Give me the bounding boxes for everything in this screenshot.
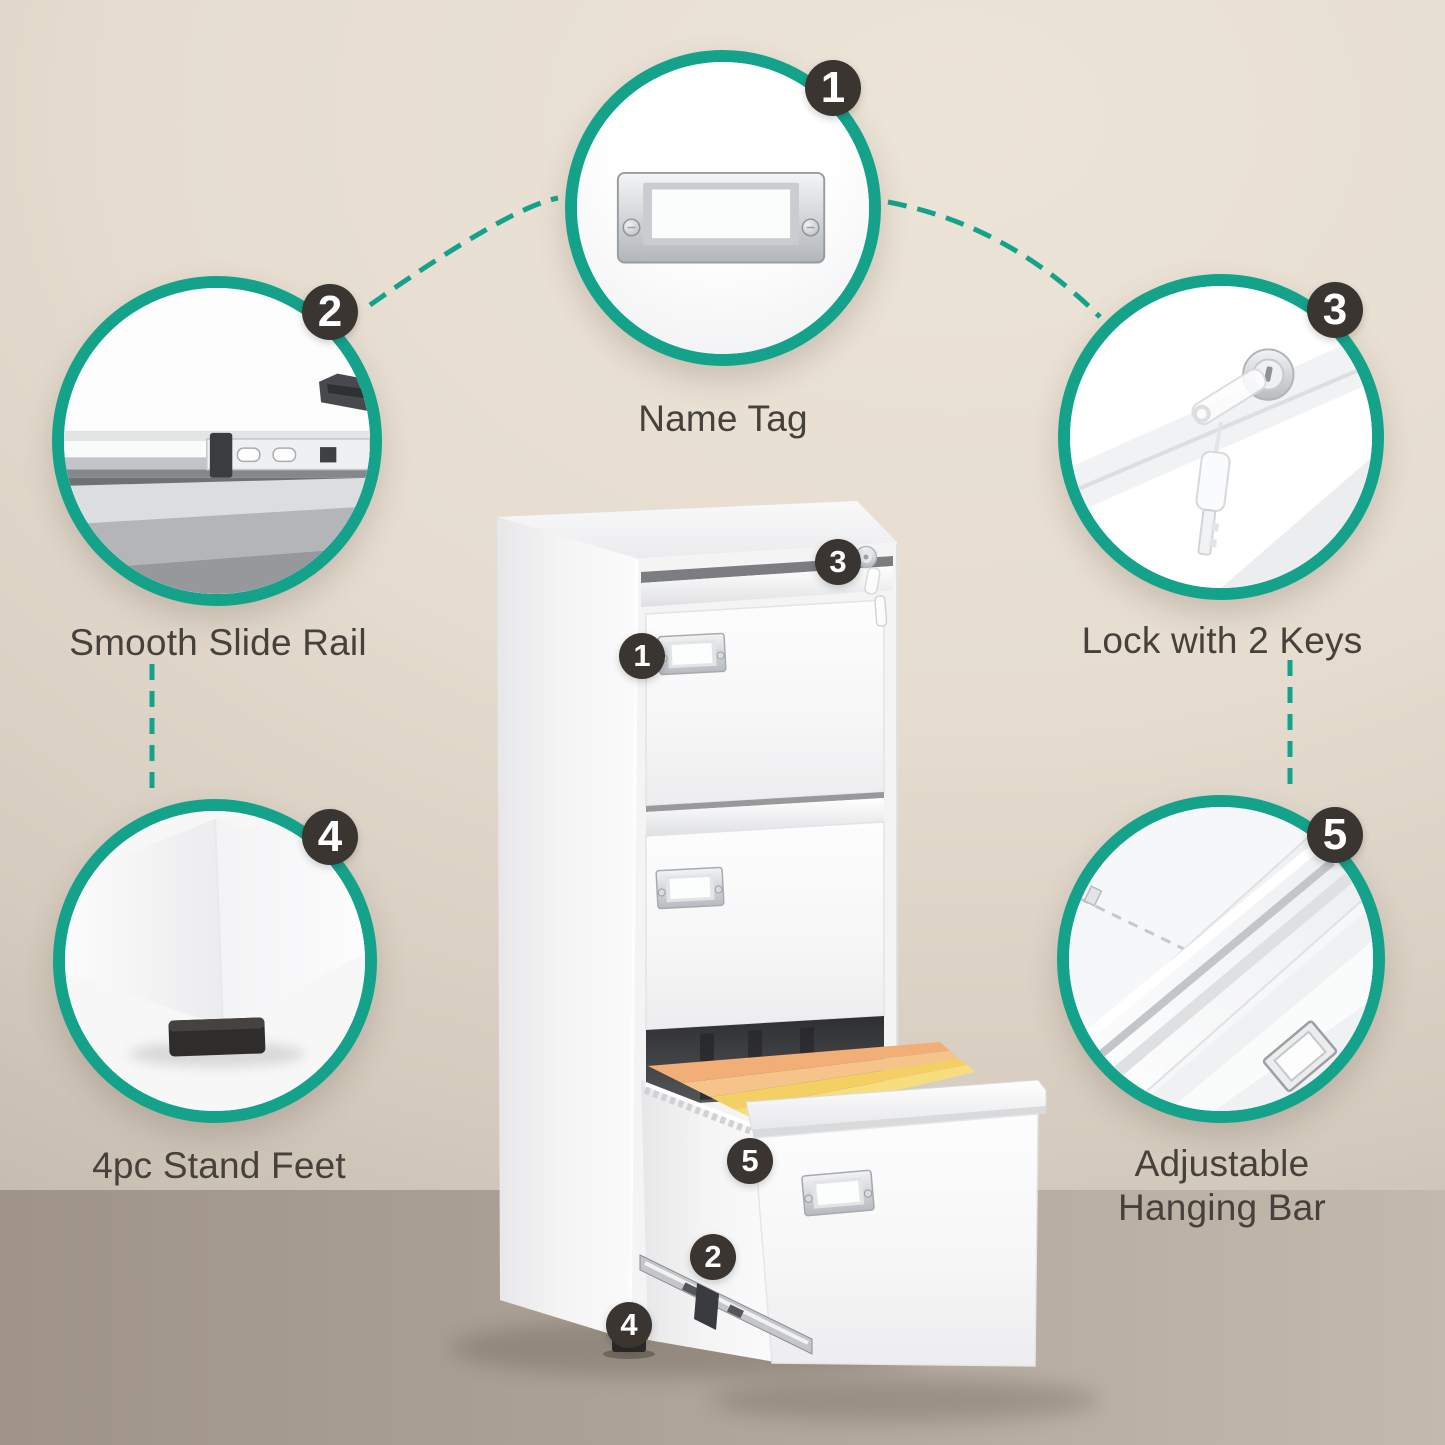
drawer2-valance [646,798,884,836]
key-in-lock [1191,368,1267,426]
drawer-rim [745,1079,1047,1131]
cabinet-marker-3: 3 [815,539,861,585]
callout-1-badge: 1 [805,60,861,116]
label-4pc-stand-feet: 4pc Stand Feet [92,1145,346,1186]
hanging-bar-channel [1069,833,1371,1111]
drawer1-name-tag [657,632,727,676]
drawer-floor-shadow [710,1378,1100,1422]
callout-name-tag [565,50,881,366]
callout-stand-feet [53,799,377,1123]
open-drawer-front [753,1113,1039,1367]
cabinet-left-side [497,517,637,1340]
stand-foot-photo [65,811,365,1111]
callout-stand-feet-circle [53,799,377,1123]
label-adjustable-line2: Hanging Bar [1118,1187,1326,1228]
drawer1-front [645,599,885,807]
hanging-bar-photo [1069,807,1373,1111]
label-name-tag: Name Tag [638,398,808,439]
cabinet-marker-5: 5 [727,1138,773,1184]
drawer-label-frame [1262,1020,1338,1093]
callout-2-badge: 2 [302,284,358,340]
hanging-bar [1076,858,1336,1076]
cabinet-marker-4: 4 [606,1302,652,1348]
rail-bar [64,430,370,478]
cabinet-top [497,501,897,558]
connector-circle1-to-circle3 [887,199,1102,319]
drawer2-front [645,821,885,1031]
drawer2-pull-slot [646,792,884,812]
connector-circle2-to-circle1 [368,195,559,308]
label-adjustable-hanging-bar: Adjustable Hanging Bar [1002,1142,1442,1230]
drawer2-name-tag [655,866,725,910]
cabinet-marker-2: 2 [690,1234,736,1280]
label-smooth-slide-rail: Smooth Slide Rail [69,622,367,663]
callout-3-badge: 3 [1307,282,1363,338]
extended-slide-rail [639,1254,813,1355]
cabinet-corner-left-face [65,819,223,1026]
callout-hanging-bar [1057,795,1385,1123]
cabinet-marker-1: 1 [619,633,665,679]
cabinet-corner-right-face [215,819,365,1026]
label-adjustable-line1: Adjustable [1134,1143,1310,1184]
label-lock-with-2-keys: Lock with 2 Keys [1081,620,1363,661]
hanging-key [1195,421,1231,556]
callout-4-badge: 4 [302,809,358,865]
callout-name-tag-circle [565,50,881,366]
name-tag-frame [616,171,826,264]
open-drawer-name-tag [800,1169,876,1217]
adjustment-holes [1078,896,1210,963]
foot-block [168,1017,266,1057]
callout-5-badge: 5 [1307,807,1363,863]
callout-hanging-bar-circle [1057,795,1385,1123]
